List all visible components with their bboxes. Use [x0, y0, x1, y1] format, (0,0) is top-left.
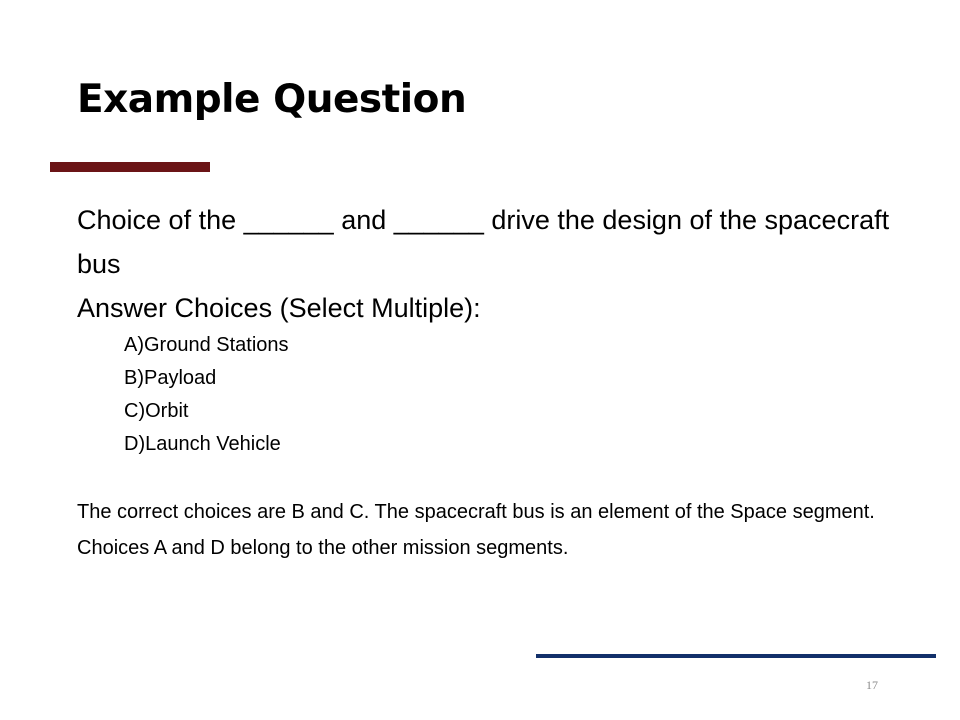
answer-choices-heading: Answer Choices (Select Multiple): [77, 293, 481, 323]
answer-choice-d: D)Launch Vehicle [124, 433, 281, 455]
question-text: Choice of the ______ and ______ drive th… [77, 205, 890, 279]
title-accent-rule [50, 162, 210, 172]
slide-title: Example Question [77, 77, 467, 122]
answer-choice-c: C)Orbit [124, 400, 189, 422]
answer-choice-b: B)Payload [124, 367, 217, 389]
answer-explanation: The correct choices are B and C. The spa… [77, 501, 875, 559]
answer-choice-a: A)Ground Stations [124, 334, 289, 356]
answer-choices-list: A)Ground Stations B)Payload C)Orbit D)La… [124, 329, 289, 461]
footer-rule [536, 654, 936, 658]
page-number: 17 [866, 678, 878, 692]
